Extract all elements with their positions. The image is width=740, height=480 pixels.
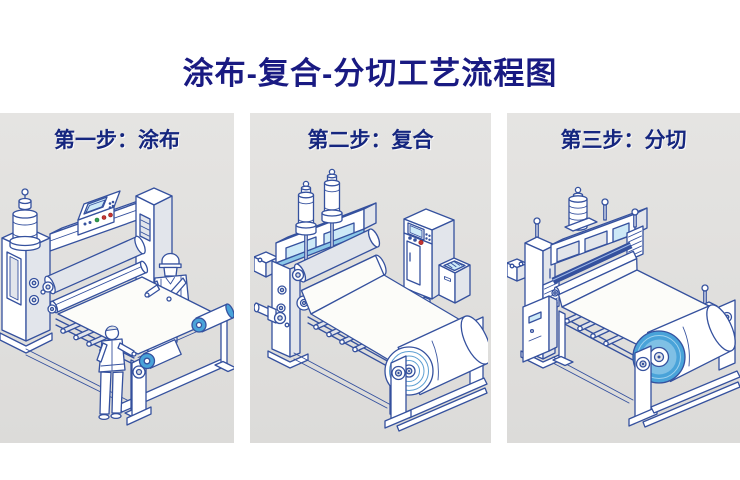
end-plate — [385, 356, 411, 428]
wound-roll — [140, 340, 182, 369]
panel-step-3-slitting: 第三步：分切 — [506, 113, 740, 443]
panel-step-1-coating: 第一步：涂布 — [0, 113, 234, 443]
coating-machine-illustration — [0, 157, 234, 441]
coating-rollers — [43, 235, 149, 314]
aux-box — [439, 258, 470, 303]
rewind-roll — [633, 301, 740, 383]
adjust-shaft — [254, 303, 285, 324]
web-sheet — [558, 259, 710, 344]
step-2-label: 第二步：复合 — [307, 129, 434, 152]
page-title: 涂布-复合-分切工艺流程图 — [182, 56, 558, 91]
operator-front — [97, 326, 136, 419]
control-box — [523, 296, 557, 362]
slitting-rollers — [551, 241, 636, 296]
slitting-machine-illustration — [506, 157, 740, 441]
idler-roll — [192, 303, 234, 332]
laminating-machine-illustration — [253, 157, 488, 441]
end-plate — [127, 356, 151, 425]
coating-tank — [10, 189, 40, 251]
process-panels: 第一步：涂布 — [0, 113, 740, 443]
panel-step-2-laminating: 第二步：复合 — [250, 113, 491, 443]
step-1-label: 第一步：涂布 — [54, 129, 180, 152]
end-plate — [629, 346, 657, 426]
left-bracket — [506, 259, 527, 281]
step-3-label: 第三步：分切 — [560, 129, 687, 152]
control-console — [78, 191, 120, 235]
motor — [565, 187, 597, 231]
operator-hands — [145, 285, 171, 301]
